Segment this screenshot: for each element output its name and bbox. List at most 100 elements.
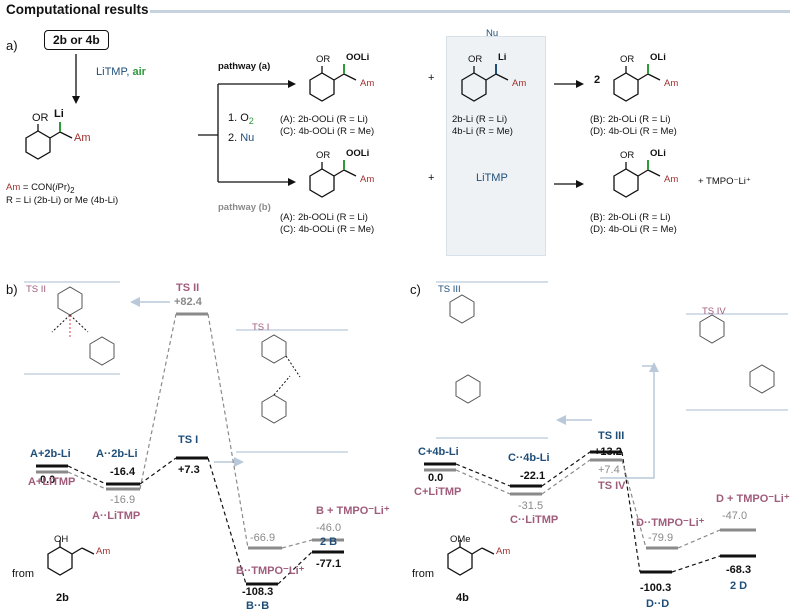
panel-b-energy-diagram xyxy=(24,281,348,586)
level-c-4b-li-name: C+4b-Li xyxy=(418,446,459,458)
level-bb-name: B··B xyxy=(246,600,270,612)
sm-or-label: OR xyxy=(32,112,49,124)
row-a-mid-2: 4b-Li (R = Me) xyxy=(452,126,513,137)
coefficient-two: 2 xyxy=(594,74,601,86)
or-label: OR xyxy=(620,150,635,161)
ts-iii-tag: TS III xyxy=(438,284,461,295)
section-title: Computational results xyxy=(6,2,149,17)
row-a-left-1: (A): 2b-OOLi (R = Li) xyxy=(280,114,368,125)
pathway-b-label: pathway (b) xyxy=(218,202,271,213)
ooli-label: OOLi xyxy=(346,52,370,63)
header-divider xyxy=(150,10,790,13)
level-a-2b-complex-value: -16.4 xyxy=(110,466,136,478)
level-bb-value: -108.3 xyxy=(242,586,274,598)
panel-c-energy-diagram xyxy=(424,281,788,576)
row-b-left-1: (A): 2b-OOLi (R = Li) xyxy=(280,212,368,223)
nu-label: Nu xyxy=(486,28,499,39)
r-definition: R = Li (2b-Li) or Me (4b-Li) xyxy=(6,195,119,206)
level-2b-value: -77.1 xyxy=(316,558,342,570)
level-a-litmp-name: A+LiTMP xyxy=(28,476,76,488)
row-a-mid-1: 2b-Li (R = Li) xyxy=(452,114,508,125)
from-label: from xyxy=(412,568,434,580)
ts-ii-value: +82.4 xyxy=(174,296,202,308)
level-2d-value: -68.3 xyxy=(726,564,752,576)
ts-iv-value: +7.4 xyxy=(598,464,620,476)
row-b-right-1: (B): 2b-OLi (R = Li) xyxy=(590,212,671,223)
row-b-left-2: (C): 4b-OOLi (R = Me) xyxy=(280,224,375,235)
from-2b-structure xyxy=(47,540,95,576)
am-label: Am xyxy=(360,174,375,185)
level-b-tmpo-sep-name: B + TMPO⁻Li⁺ xyxy=(316,505,390,517)
step1-label: 1. O2 xyxy=(228,112,254,127)
li-label: Li xyxy=(498,52,507,63)
row-b-right-2: (D): 4b-OLi (R = Me) xyxy=(590,224,677,235)
row-a-left-2: (C): 4b-OOLi (R = Me) xyxy=(280,126,375,137)
level-d-tmpo-sep-value: -47.0 xyxy=(722,510,748,522)
ts-iii-value: +13.2 xyxy=(594,446,622,458)
pathway-a-label: pathway (a) xyxy=(218,61,271,72)
tmpo-byproduct: + TMPO⁻Li⁺ xyxy=(698,176,751,187)
level-b-tmpo-sep-value: -46.0 xyxy=(316,522,342,534)
panel-a-scheme xyxy=(25,54,661,198)
step2-label: 2. Nu xyxy=(228,132,255,144)
am-label: Am xyxy=(96,546,111,557)
compound-4b-label: 4b xyxy=(456,592,469,604)
oli-label: OLi xyxy=(650,52,666,63)
ts-i-name: TS I xyxy=(178,434,199,446)
level-a-2b-complex-name: A··2b-Li xyxy=(96,448,138,460)
ts-structure-sketches xyxy=(57,286,287,424)
level-c-litmp-complex-name: C··LiTMP xyxy=(510,514,559,526)
from-label: from xyxy=(12,568,34,580)
ts-i-tag: TS I xyxy=(252,322,270,333)
oli-label: OLi xyxy=(650,148,666,159)
level-d-tmpo-sep-name: D + TMPO⁻Li⁺ xyxy=(716,493,790,505)
level-dd-value: -100.3 xyxy=(640,582,672,594)
plus-sign: + xyxy=(428,72,435,84)
level-2d-name: 2 D xyxy=(730,580,748,592)
panel-c-label: c) xyxy=(410,282,421,297)
level-2b-name: 2 B xyxy=(320,536,338,548)
am-label: Am xyxy=(664,78,679,89)
or-label: OR xyxy=(620,54,635,65)
am-definition: Am = CON(iPr)2 xyxy=(6,182,75,195)
ts-ii-tag: TS II xyxy=(26,284,47,295)
plus-sign: + xyxy=(428,172,435,184)
compound-2b-label: 2b xyxy=(56,592,69,604)
row-a-right-2: (D): 4b-OLi (R = Me) xyxy=(590,126,677,137)
from-4b-structure xyxy=(447,540,495,576)
am-label: Am xyxy=(496,546,511,557)
ts-iv-tag: TS IV xyxy=(702,306,726,317)
or-label: OR xyxy=(316,150,331,161)
panel-a-label: a) xyxy=(6,38,18,53)
level-c-litmp-name: C+LiTMP xyxy=(414,486,462,498)
level-a-litmp-complex-value: -16.9 xyxy=(110,494,136,506)
ts-iv-name: TS IV xyxy=(598,480,626,492)
ts-iii-name: TS III xyxy=(598,430,625,442)
litmp-label: LiTMP xyxy=(476,172,508,184)
level-a-2b-li-value: 0.0 xyxy=(40,474,56,486)
level-c-4b-complex-name: C··4b-Li xyxy=(508,452,550,464)
level-a-litmp-complex-name: A··LiTMP xyxy=(92,510,141,522)
level-dd-name: D··D xyxy=(646,598,670,610)
ts-structure-sketches xyxy=(449,294,775,404)
row-a-right-1: (B): 2b-OLi (R = Li) xyxy=(590,114,671,125)
level-b-tmpo-complex-value: -66.9 xyxy=(250,532,276,544)
oh-label: OH xyxy=(54,534,69,545)
level-c-4b-li-value: 0.0 xyxy=(428,472,444,484)
level-d-tmpo-complex-name: D··TMPO⁻Li⁺ xyxy=(636,517,705,529)
level-c-litmp-complex-value: -31.5 xyxy=(518,500,544,512)
am-label: Am xyxy=(664,174,679,185)
sm-am-label: Am xyxy=(74,132,91,144)
start-compound-box: 2b or 4b xyxy=(44,30,109,50)
ooli-label: OOLi xyxy=(346,148,370,159)
level-c-4b-complex-value: -22.1 xyxy=(520,470,546,482)
level-a-2b-li-name: A+2b-Li xyxy=(30,448,71,460)
level-d-tmpo-complex-value: -79.9 xyxy=(648,532,674,544)
level-b-tmpo-complex-name: B··TMPO⁻Li⁺ xyxy=(236,565,305,577)
panel-b-label: b) xyxy=(6,282,18,297)
am-label: Am xyxy=(360,78,375,89)
reagent-label: LiTMP, air xyxy=(96,66,146,78)
ts-i-value: +7.3 xyxy=(178,464,200,476)
sm-li-label: Li xyxy=(54,108,64,120)
ome-label: OMe xyxy=(450,534,471,545)
